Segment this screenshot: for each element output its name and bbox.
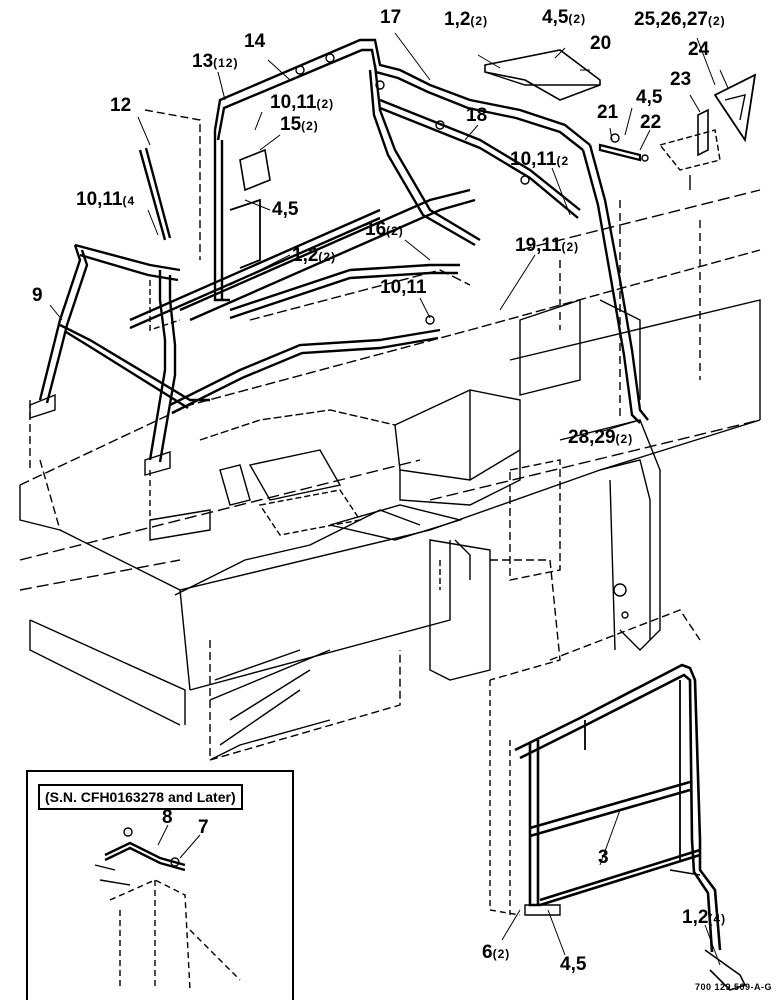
callout-19-11: 19,11(2) [515, 235, 580, 256]
callout-24: 24 [688, 39, 710, 60]
callout-17: 17 [380, 7, 402, 28]
callout-4-5-mid: 4,5 [272, 199, 299, 220]
callout-10-11-upper: 10,11(2) [270, 92, 335, 113]
plate-20 [484, 49, 601, 101]
callout-28-29: 28,29(2) [568, 427, 634, 448]
callout-3: 3 [598, 847, 609, 868]
bracket-23 [658, 108, 721, 190]
drawing-number: 700 129 509-A-G [694, 982, 772, 992]
callout-10-11-lower: 10,11 [380, 277, 427, 298]
inset-title: (S.N. CFH0163278 and Later) [38, 784, 243, 810]
handrail-assembly [29, 38, 649, 476]
callout-16: 16(2) [365, 219, 404, 240]
callout-9: 9 [32, 285, 43, 306]
callout-18: 18 [466, 105, 488, 126]
callout-1-2-bottom: 1,2(4) [682, 907, 727, 928]
panel-24 [713, 73, 757, 143]
leader-lines [49, 32, 729, 966]
inset-drawing [94, 827, 241, 991]
callout-1-2-top: 1,2(2) [444, 9, 489, 30]
callout-25-26-27: 25,26,27(2) [634, 9, 726, 30]
callout-10-11-mid-right: 10,11(2 [510, 149, 570, 170]
handle-22 [598, 133, 649, 162]
callout-15: 15(2) [280, 114, 319, 135]
callout-7: 7 [198, 817, 209, 838]
callout-1-2-mid: 1,2(2) [292, 245, 337, 266]
inset-box: (S.N. CFH0163278 and Later) [26, 770, 294, 1000]
callout-20: 20 [590, 33, 612, 54]
machine-frame [19, 109, 761, 916]
callout-4-5-top: 4,5(2) [542, 7, 587, 28]
callout-21: 21 [597, 102, 619, 123]
callout-22: 22 [640, 112, 662, 133]
ladder-assembly [514, 663, 747, 991]
callout-4-5-bottom: 4,5 [560, 954, 587, 975]
callout-10-11-left: 10,11(4 [76, 189, 136, 210]
callout-23: 23 [670, 69, 692, 90]
callout-13: 13(12) [192, 51, 239, 72]
callout-4-5-right: 4,5 [636, 87, 663, 108]
callout-14: 14 [244, 31, 266, 52]
callout-12: 12 [110, 95, 132, 116]
callout-6: 6(2) [482, 942, 511, 963]
callout-8: 8 [162, 807, 173, 828]
